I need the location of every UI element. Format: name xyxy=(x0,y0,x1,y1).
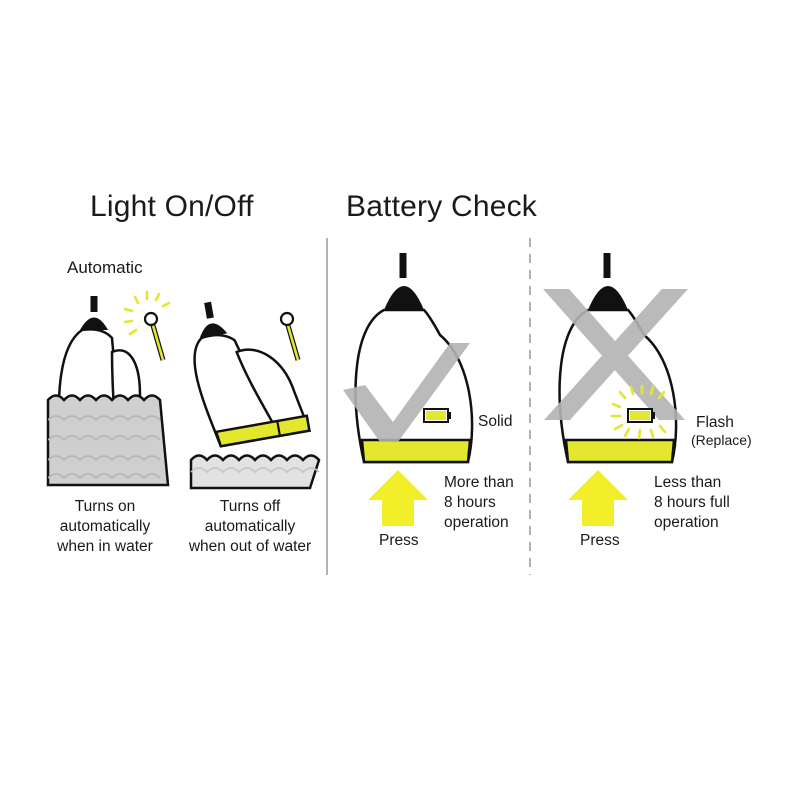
light-out-of-water xyxy=(193,301,312,448)
turns-on-caption: Turns on automatically when in water xyxy=(40,497,170,557)
battery-check-title: Battery Check xyxy=(346,190,538,223)
replace-note: (Replace) xyxy=(691,432,752,448)
press-label-good: Press xyxy=(379,532,419,549)
description-line: Less than xyxy=(654,474,722,491)
battery-solid-icon xyxy=(423,408,451,423)
caption-line: when out of water xyxy=(188,538,312,555)
description-line: More than xyxy=(444,474,514,491)
water-surface-off xyxy=(189,454,321,490)
caption-line: automatically xyxy=(204,518,296,535)
flash-label: Flash xyxy=(696,414,734,431)
glowing-sensor-icon xyxy=(123,290,171,361)
caption-line: Turns on xyxy=(74,498,136,515)
caption-line: Turns off xyxy=(219,498,281,515)
press-label-low: Press xyxy=(580,532,620,549)
water-body-on xyxy=(46,394,170,487)
turns-off-caption: Turns off automatically when out of wate… xyxy=(184,497,316,557)
unlit-sensor-icon xyxy=(279,311,301,361)
light-battery-low xyxy=(558,253,678,464)
description-line: 8 hours full xyxy=(654,494,730,511)
description-line: operation xyxy=(654,514,719,531)
description-line: operation xyxy=(444,514,509,531)
automatic-subtitle: Automatic xyxy=(67,258,143,277)
x-mark-icon xyxy=(543,289,688,420)
caption-line: automatically xyxy=(59,518,151,535)
battery-flash-icon xyxy=(610,384,667,440)
low-description: Less than 8 hours full operation xyxy=(654,473,730,533)
description-line: 8 hours xyxy=(444,494,496,511)
press-arrow-low xyxy=(568,470,628,526)
caption-line: when in water xyxy=(57,538,153,555)
good-description: More than 8 hours operation xyxy=(444,473,514,533)
solid-label: Solid xyxy=(478,413,513,430)
checkmark-icon xyxy=(343,343,470,442)
press-arrow-good xyxy=(368,470,428,526)
light-on-off-title: Light On/Off xyxy=(90,190,254,223)
